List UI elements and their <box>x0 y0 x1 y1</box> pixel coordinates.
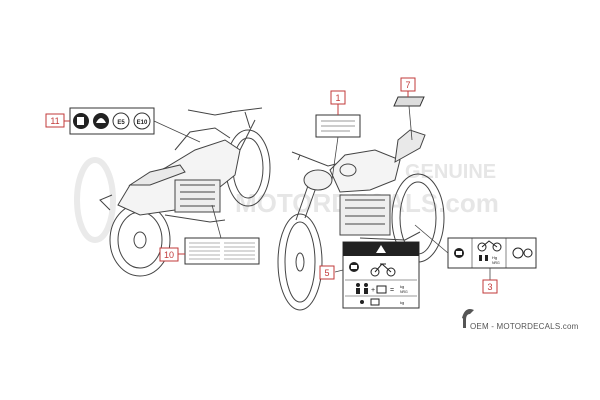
leader-lines <box>153 105 491 280</box>
callout-11-number: 11 <box>50 116 59 126</box>
label-7-kg-2: kg <box>400 300 404 305</box>
label-3: Hg NRG <box>447 237 537 269</box>
label-5 <box>393 96 425 107</box>
motorcycle-icon <box>370 263 396 277</box>
callout-5-number: 7 <box>405 80 410 90</box>
label-7-kg: kg <box>400 284 404 289</box>
gauge-icon <box>512 247 524 259</box>
brand-watermark-text: OEM - MOTORDECALS.com <box>470 322 579 331</box>
badge-e5-text: E5 <box>117 120 125 126</box>
callout-10-number: 10 <box>164 250 174 260</box>
watermark-swoosh <box>74 157 116 243</box>
motorcycle-left <box>99 107 271 277</box>
passenger-icon <box>364 283 368 287</box>
callout-3-number: 3 <box>487 282 492 292</box>
callout-5: 7 <box>400 77 416 97</box>
plus-sign: + <box>371 287 375 294</box>
label-3-nrg: NRG <box>492 261 500 265</box>
fuel-pump-icon-glyph <box>77 117 84 125</box>
label-10-text-lines <box>189 242 255 260</box>
badge-e5 <box>112 112 130 130</box>
label-1 <box>315 114 361 138</box>
callout-3: 3 <box>482 279 498 294</box>
brand-logo-icon <box>462 309 474 328</box>
callout-7: 5 <box>319 265 335 280</box>
tire-icon <box>477 240 502 252</box>
watermark-word-genuine: GENUINE <box>405 161 496 183</box>
callout-1: 1 <box>330 90 346 115</box>
callout-1-number: 1 <box>335 93 340 103</box>
label-7-nrg: NRG <box>400 290 408 294</box>
badge-e10-text: E10 <box>137 120 148 126</box>
helmet-icon-glyph <box>96 118 106 123</box>
equals-sign: = <box>390 287 394 294</box>
callout-10: 10 <box>159 247 185 262</box>
rider-icon <box>356 283 360 287</box>
label-11: E5 E10 <box>69 107 155 135</box>
motorcycle-right <box>277 129 445 311</box>
label-7: + = kg NRG kg <box>342 241 420 309</box>
luggage-icon <box>376 285 387 294</box>
label-3-hg: Hg <box>492 255 497 260</box>
callout-11: 11 <box>45 113 70 128</box>
warning-icon <box>376 245 386 253</box>
callout-7-number: 5 <box>324 268 329 278</box>
badge-e10 <box>133 112 151 130</box>
label-10 <box>184 237 260 265</box>
